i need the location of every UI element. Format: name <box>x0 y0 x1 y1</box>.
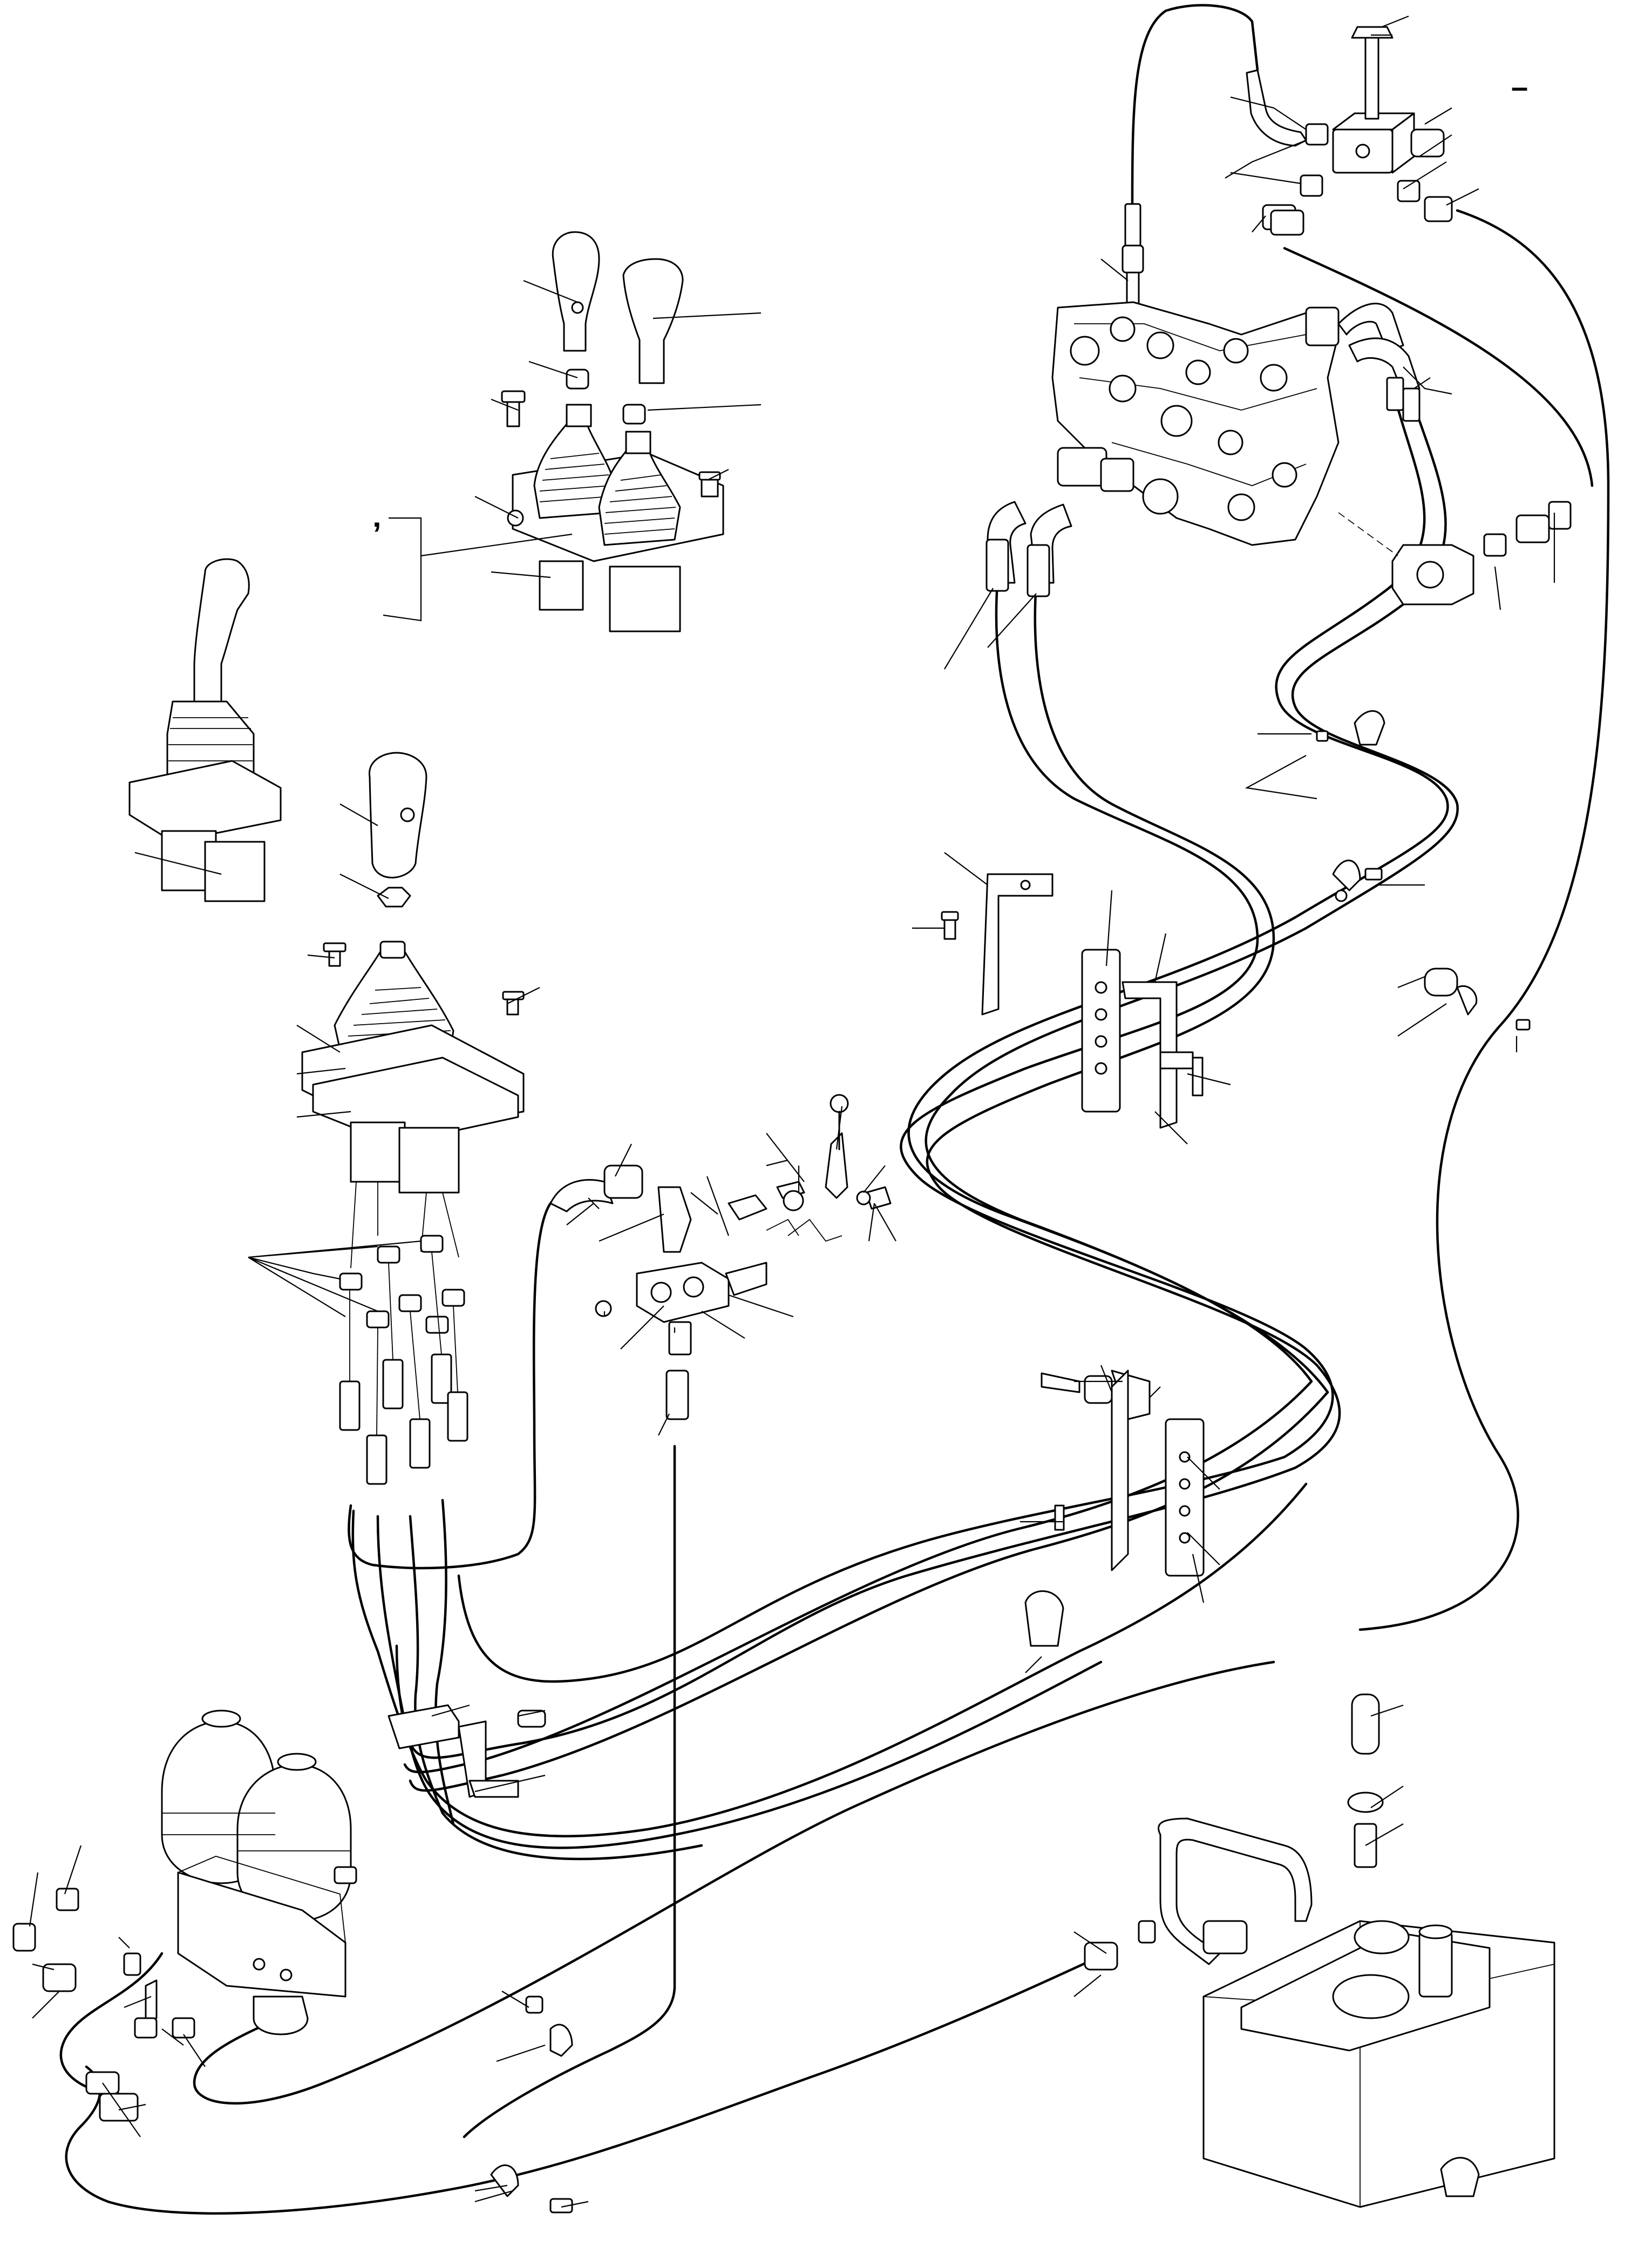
hose-valve-center-down <box>463 1445 676 2138</box>
hose-right-return <box>1358 209 1610 1631</box>
hose-valve-left-a <box>900 581 1334 1459</box>
hose-bundle-a <box>457 1455 1286 1683</box>
joystick-fittings <box>339 1235 468 1485</box>
hose-right-return-2 <box>1283 247 1594 487</box>
brackets-clamps <box>388 710 1531 2213</box>
center-valve-lever <box>549 1094 892 1420</box>
control-valve <box>985 301 1572 605</box>
hose-joy-2 <box>376 1515 1103 1849</box>
apostrophe-mark: ’ <box>372 516 382 552</box>
hose-valve-left-b <box>926 581 1341 1469</box>
accumulator-group <box>161 1709 357 2035</box>
hose-joy-3 <box>409 1515 703 1861</box>
single-joystick-center <box>301 752 525 1269</box>
hose-joy-4 <box>434 1499 455 1826</box>
hose-joy-5 <box>348 1196 558 1570</box>
left-bottom-fittings <box>12 1888 195 2122</box>
hydraulic-tank <box>1084 1693 1555 2208</box>
callout-leaders <box>29 15 1555 2208</box>
hose-valve-top-loop <box>1131 4 1259 206</box>
dash-mark: – <box>1511 70 1528 104</box>
hose-tank-bottom <box>65 1952 1108 2215</box>
double-joystick-assembly <box>501 231 724 632</box>
hose-long-diagonal <box>193 1660 1275 2105</box>
top-fittings <box>1122 26 1453 306</box>
hose-joy-1 <box>351 1482 1308 1838</box>
single-joystick-left <box>128 558 282 902</box>
hose-valve-right-b <box>925 387 1459 1394</box>
